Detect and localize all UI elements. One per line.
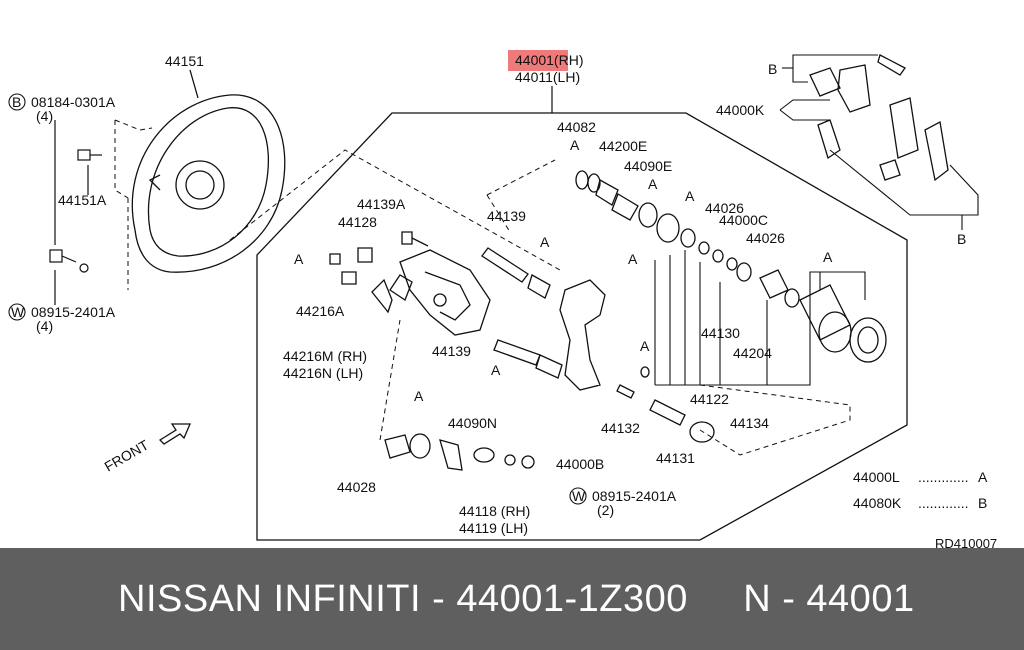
footer-bar: NISSAN INFINITI - 44001-1Z300 N - 44001 [0, 548, 1024, 650]
label-44119: 44119 (LH) [459, 520, 528, 536]
left-bolts [49, 120, 102, 305]
w-circle-letter: W [11, 304, 25, 320]
label-08184-0301a: 08184-0301A [31, 94, 116, 110]
legend-44080k: 44080K [853, 495, 902, 511]
label-44026-2: 44026 [746, 230, 785, 246]
label-08915-qty-b: (2) [597, 502, 614, 518]
label-44000b: 44000B [556, 456, 604, 472]
label-44128: 44128 [338, 214, 377, 230]
label-44082: 44082 [557, 119, 596, 135]
label-44001: 44001(RH) [515, 52, 583, 68]
label-44090n: 44090N [448, 415, 497, 431]
label-44134: 44134 [730, 415, 769, 431]
backing-plate-drawing [131, 69, 286, 273]
brake-caliper-diagram: 44001(RH) 44011(LH) 44151 B 08184-0301A … [8, 50, 997, 548]
footer-part-number: NISSAN INFINITI - 44001-1Z300 N - 44001 [118, 577, 915, 620]
b-circle-letter: B [12, 94, 21, 110]
label-44026-1: 44026 [705, 200, 744, 216]
label-08915-2401a: 08915-2401A [31, 304, 116, 320]
ref-a-5: A [294, 251, 304, 267]
drawing-number: RD410007 [935, 536, 997, 548]
ref-b-bottom: B [957, 231, 966, 247]
label-44216n: 44216N (LH) [283, 365, 363, 381]
legend-44080k-dots: ............. [918, 495, 969, 511]
label-08915-qty: (4) [36, 318, 53, 334]
caliper-assembly-outline [256, 112, 908, 541]
label-44131: 44131 [656, 450, 695, 466]
ref-a-2: A [648, 176, 658, 192]
label-44132: 44132 [601, 420, 640, 436]
label-44204: 44204 [733, 345, 772, 361]
label-44139-bottom: 44139 [432, 343, 471, 359]
label-44011: 44011(LH) [515, 69, 580, 85]
label-44000c: 44000C [719, 212, 768, 228]
legend-44000l-ref: A [978, 469, 988, 485]
b-circle-icon [8, 93, 26, 111]
label-44139a: 44139A [357, 196, 406, 212]
part-number-highlight [508, 50, 568, 71]
ref-a-8: A [640, 338, 650, 354]
caliper-body-drawing [329, 170, 887, 471]
legend-44000l: 44000L [853, 469, 900, 485]
label-44028: 44028 [337, 479, 376, 495]
w-circle-letter-2: W [572, 488, 586, 504]
label-44139-top: 44139 [487, 208, 526, 224]
w-circle-icon [8, 303, 26, 321]
ref-a-7: A [823, 249, 833, 265]
label-44090e: 44090E [624, 158, 672, 174]
ref-a-1: A [570, 137, 580, 153]
label-44200e: 44200E [599, 138, 647, 154]
w-circle-icon-2 [569, 487, 587, 505]
ref-a-9: A [491, 362, 501, 378]
label-44216m: 44216M (RH) [283, 348, 367, 364]
label-44122: 44122 [690, 391, 729, 407]
legend-44000l-dots: ............. [918, 469, 969, 485]
label-44118: 44118 (RH) [459, 503, 530, 519]
brake-pads-drawing [809, 54, 949, 182]
label-44151a: 44151A [58, 192, 107, 208]
ref-a-4: A [540, 234, 550, 250]
label-08184-qty: (4) [36, 108, 53, 124]
label-44000k: 44000K [716, 102, 765, 118]
label-44151: 44151 [165, 53, 204, 69]
ref-b-top: B [768, 61, 777, 77]
ref-a-6: A [628, 251, 638, 267]
label-44130: 44130 [701, 325, 740, 341]
ref-a-10: A [414, 388, 424, 404]
ref-a-3: A [685, 188, 695, 204]
label-08915-2401a-b: 08915-2401A [592, 488, 677, 504]
front-label: FRONT [102, 436, 152, 474]
legend-44080k-ref: B [978, 495, 987, 511]
label-44216a: 44216A [296, 303, 345, 319]
front-arrow-icon [158, 423, 191, 445]
